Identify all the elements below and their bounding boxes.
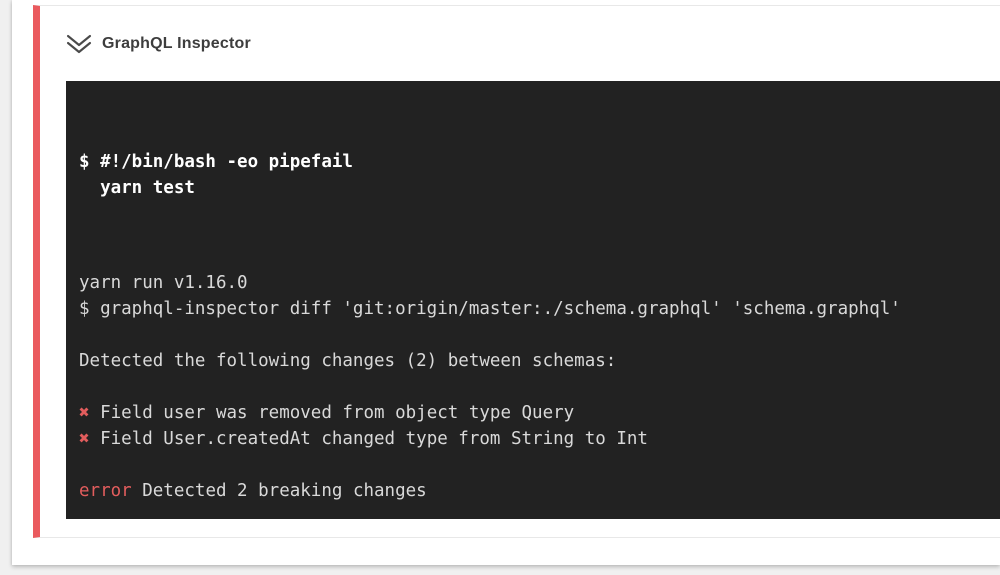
terminal-line [79, 374, 990, 400]
step-title: GraphQL Inspector [102, 34, 251, 52]
terminal-line: yarn run v1.16.0 [79, 273, 248, 293]
terminal-command-line: $ #!/bin/bash -eo pipefail [79, 152, 353, 172]
terminal-line: ✖ Field User.createdAt changed type from… [79, 429, 648, 449]
terminal-line: error Detected 2 breaking changes [79, 481, 427, 501]
terminal-line: Detected the following changes (2) betwe… [79, 351, 617, 371]
terminal-line [79, 504, 990, 519]
step-header[interactable]: GraphQL Inspector [40, 6, 1000, 81]
terminal-line: $ graphql-inspector diff 'git:origin/mas… [79, 299, 901, 319]
terminal-command-line: yarn test [79, 178, 195, 198]
step-card-graphql-inspector: GraphQL Inspector $ #!/bin/bash -eo pipe… [33, 5, 1000, 538]
terminal-line: ✖ Field user was removed from object typ… [79, 403, 575, 423]
build-output-panel: GraphQL Inspector $ #!/bin/bash -eo pipe… [12, 0, 1000, 565]
chevron-double-down-icon[interactable] [65, 32, 93, 56]
terminal-line [79, 452, 990, 478]
terminal-output-block: $ #!/bin/bash -eo pipefail yarn test yar… [66, 81, 1000, 519]
terminal-line [79, 322, 990, 348]
terminal-command: $ #!/bin/bash -eo pipefail yarn test [79, 149, 990, 201]
terminal-output: yarn run v1.16.0 $ graphql-inspector diff… [79, 270, 990, 519]
